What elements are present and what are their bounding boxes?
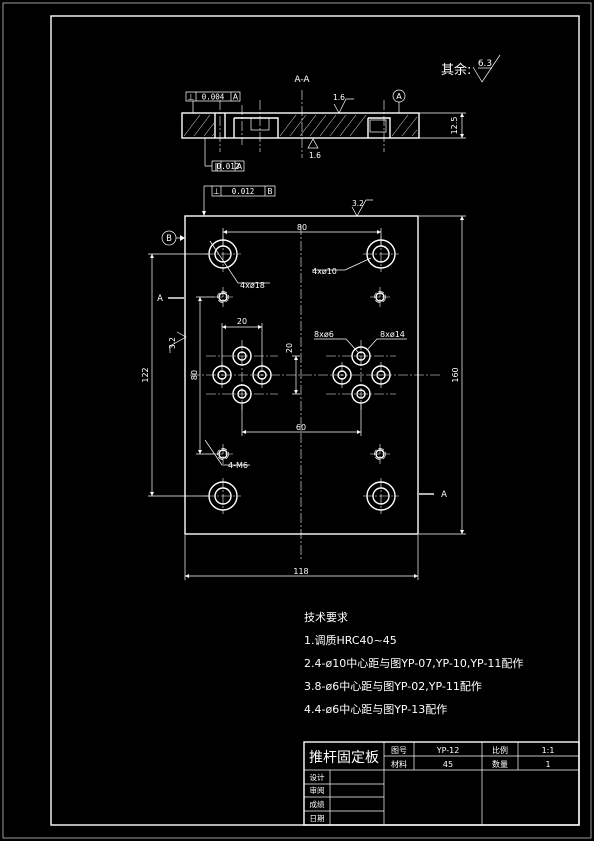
section-cut-right: A	[419, 490, 447, 500]
svg-text:⊥: ⊥	[188, 93, 195, 102]
requirement-3: 3.8-ø6中心距与图YP-02,YP-11配作	[304, 680, 482, 693]
plan-roughness-top: 3.2	[351, 199, 373, 217]
svg-text:图号: 图号	[391, 746, 407, 755]
svg-text:材料: 材料	[391, 759, 407, 769]
svg-text:其余:: 其余:	[441, 62, 471, 78]
svg-text:日期: 日期	[310, 814, 325, 823]
dim-20-horizontal: 20	[221, 317, 263, 366]
svg-text:A: A	[157, 294, 163, 304]
svg-text:160: 160	[451, 367, 460, 382]
svg-text:6.3: 6.3	[478, 59, 492, 69]
svg-text:0.012: 0.012	[232, 187, 255, 196]
svg-text:1: 1	[545, 760, 550, 769]
svg-text:A: A	[233, 93, 239, 102]
svg-text:80: 80	[190, 370, 199, 380]
dim-left-80: 80	[190, 296, 214, 455]
svg-text:8xø14: 8xø14	[380, 330, 405, 339]
dim-right-160: 160	[419, 215, 466, 535]
svg-text:0.012: 0.012	[217, 162, 240, 171]
svg-text:∥: ∥	[215, 162, 219, 171]
corner-holes	[205, 236, 399, 514]
callout-18: 4xø18	[209, 240, 270, 290]
svg-text:B: B	[166, 234, 172, 244]
dim-left-122: 122	[141, 253, 208, 497]
svg-text:3.2: 3.2	[168, 337, 177, 349]
svg-text:成绩: 成绩	[310, 799, 325, 809]
svg-text:20: 20	[237, 317, 247, 326]
dim-top-80: 80	[222, 223, 382, 246]
svg-text:设计: 设计	[310, 772, 325, 782]
datum-b-marker: B	[161, 230, 185, 246]
callout-m6: 4-M6	[204, 439, 250, 470]
roughness-bottom: 1.6	[307, 138, 321, 160]
requirement-1: 1.调质HRC40~45	[304, 634, 397, 647]
svg-text:1.6: 1.6	[333, 93, 345, 102]
dim-60: 60	[241, 403, 362, 436]
svg-text:4-M6: 4-M6	[228, 461, 248, 470]
svg-text:4xø18: 4xø18	[240, 281, 265, 290]
svg-text:45: 45	[443, 760, 453, 769]
svg-text:60: 60	[296, 423, 306, 432]
callout-10: 4xø10	[312, 257, 372, 276]
plan-tolerance-frame: ⊥ 0.012 B	[202, 185, 276, 216]
svg-text:A: A	[237, 162, 243, 171]
svg-text:122: 122	[141, 367, 150, 382]
svg-text:1.6: 1.6	[309, 151, 321, 160]
svg-text:B: B	[267, 187, 272, 196]
dim-bottom-118: 118	[184, 535, 419, 580]
requirements-heading: 技术要求	[304, 611, 348, 624]
tolerance-frame-bottom: ∥ 0.012 A	[204, 138, 245, 172]
svg-text:0.004: 0.004	[202, 93, 225, 102]
datum-a-marker: A	[392, 89, 406, 113]
svg-text:118: 118	[293, 567, 308, 576]
requirement-4: 4.4-ø6中心距与图YP-13配作	[304, 703, 447, 716]
section-view: A-A ⊥ 0.004 A ∥ 0.012	[181, 75, 466, 172]
svg-text:比例: 比例	[492, 745, 508, 755]
general-roughness: 其余: 6.3	[441, 54, 501, 83]
svg-text:YP-12: YP-12	[436, 746, 460, 755]
plan-roughness-left: 3.2	[168, 331, 187, 353]
svg-text:4xø10: 4xø10	[312, 267, 337, 276]
svg-text:3.2: 3.2	[352, 199, 364, 208]
requirement-2: 2.4-ø10中心距与图YP-07,YP-10,YP-11配作	[304, 657, 523, 670]
m6-threaded-holes	[213, 287, 390, 464]
svg-text:1:1: 1:1	[542, 746, 555, 755]
callout-14: 8xø14	[366, 330, 407, 351]
section-hatch	[183, 114, 418, 137]
svg-text:审阅: 审阅	[310, 785, 325, 795]
callout-6: 8xø6	[314, 330, 359, 353]
svg-text:数量: 数量	[492, 759, 508, 769]
technical-requirements: 技术要求 1.调质HRC40~45 2.4-ø10中心距与图YP-07,YP-1…	[304, 611, 523, 716]
svg-text:A: A	[396, 92, 402, 101]
svg-text:⊥: ⊥	[213, 187, 220, 196]
svg-text:80: 80	[297, 223, 307, 232]
thickness-dimension: 12.5	[419, 112, 466, 139]
svg-text:12.5: 12.5	[450, 117, 459, 135]
svg-text:A: A	[441, 490, 447, 500]
tolerance-frame-top: ⊥ 0.004 A	[185, 91, 241, 113]
section-cut-left: A	[157, 294, 184, 304]
dim-20-vertical: 20	[285, 343, 300, 395]
section-label: A-A	[294, 75, 310, 85]
plan-view: ⊥ 0.012 B 3.2 B A A	[141, 185, 466, 580]
title-block: 推杆固定板 图号 YP-12 比例 1:1 材料 45 数量 1 设计 审阅 成…	[303, 741, 580, 826]
svg-text:8xø6: 8xø6	[314, 330, 334, 339]
roughness-top: 1.6	[333, 93, 354, 114]
part-name: 推杆固定板	[309, 750, 379, 766]
svg-text:20: 20	[285, 343, 294, 353]
